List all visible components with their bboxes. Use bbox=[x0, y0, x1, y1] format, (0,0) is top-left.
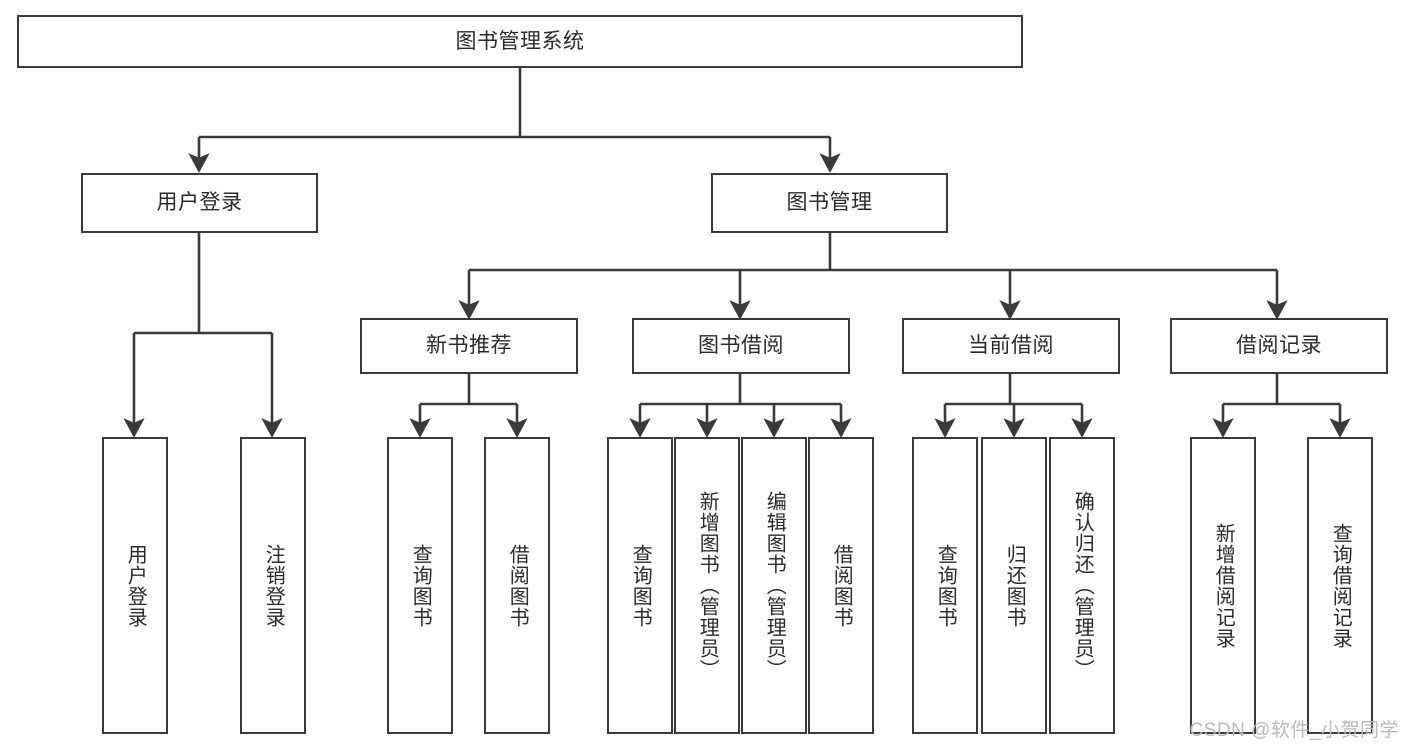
node-leaf-add-borrow-record-label: 新增借阅记录 bbox=[1212, 522, 1235, 649]
node-leaf-add-book-admin[interactable]: 新增图书（管理员） bbox=[674, 437, 740, 734]
node-root-system[interactable]: 图书管理系统 bbox=[17, 15, 1023, 68]
node-book-borrow[interactable]: 图书借阅 bbox=[632, 318, 850, 374]
node-user-login[interactable]: 用户登录 bbox=[81, 173, 318, 233]
node-book-management[interactable]: 图书管理 bbox=[711, 173, 948, 233]
node-leaf-borrow-book-b[interactable]: 借阅图书 bbox=[808, 437, 874, 734]
node-leaf-query-book-b[interactable]: 查询图书 bbox=[607, 437, 673, 734]
csdn-watermark: CSDN @软件_小贺同学 bbox=[1189, 720, 1399, 741]
node-borrow-records-label: 借阅记录 bbox=[1236, 334, 1322, 358]
node-root-system-label: 图书管理系统 bbox=[455, 29, 585, 53]
node-borrow-records[interactable]: 借阅记录 bbox=[1170, 318, 1388, 374]
node-leaf-logout-label: 注销登录 bbox=[262, 543, 285, 628]
node-leaf-user-login-label: 用户登录 bbox=[124, 543, 147, 628]
node-new-book-recommend-label: 新书推荐 bbox=[426, 334, 512, 358]
node-leaf-query-borrow-record[interactable]: 查询借阅记录 bbox=[1307, 437, 1373, 734]
node-leaf-user-login[interactable]: 用户登录 bbox=[102, 437, 168, 734]
node-leaf-query-book-c[interactable]: 查询图书 bbox=[912, 437, 978, 734]
node-leaf-edit-book-admin[interactable]: 编辑图书（管理员） bbox=[741, 437, 807, 734]
node-book-management-label: 图书管理 bbox=[786, 191, 873, 215]
node-book-borrow-label: 图书借阅 bbox=[698, 334, 784, 358]
node-new-book-recommend[interactable]: 新书推荐 bbox=[360, 318, 578, 374]
node-leaf-confirm-return-admin[interactable]: 确认归还（管理员） bbox=[1049, 437, 1115, 734]
node-leaf-query-book-a[interactable]: 查询图书 bbox=[387, 437, 453, 734]
node-leaf-add-book-admin-label: 新增图书（管理员） bbox=[696, 491, 719, 680]
node-leaf-return-book-label: 归还图书 bbox=[1003, 543, 1026, 628]
node-leaf-query-borrow-record-label: 查询借阅记录 bbox=[1329, 522, 1352, 649]
node-leaf-borrow-book-b-label: 借阅图书 bbox=[830, 543, 853, 628]
node-leaf-logout[interactable]: 注销登录 bbox=[240, 437, 306, 734]
node-leaf-borrow-book-a[interactable]: 借阅图书 bbox=[484, 437, 550, 734]
node-leaf-edit-book-admin-label: 编辑图书（管理员） bbox=[763, 491, 786, 680]
node-leaf-confirm-return-admin-label: 确认归还（管理员） bbox=[1071, 491, 1094, 680]
node-leaf-borrow-book-a-label: 借阅图书 bbox=[506, 543, 529, 628]
node-leaf-query-book-b-label: 查询图书 bbox=[629, 543, 652, 628]
node-current-borrow-label: 当前借阅 bbox=[968, 334, 1054, 358]
node-leaf-return-book[interactable]: 归还图书 bbox=[981, 437, 1047, 734]
node-current-borrow[interactable]: 当前借阅 bbox=[902, 318, 1120, 374]
node-leaf-query-book-a-label: 查询图书 bbox=[409, 543, 432, 628]
node-leaf-query-book-c-label: 查询图书 bbox=[934, 543, 957, 628]
node-user-login-label: 用户登录 bbox=[156, 191, 243, 215]
node-leaf-add-borrow-record[interactable]: 新增借阅记录 bbox=[1190, 437, 1256, 734]
